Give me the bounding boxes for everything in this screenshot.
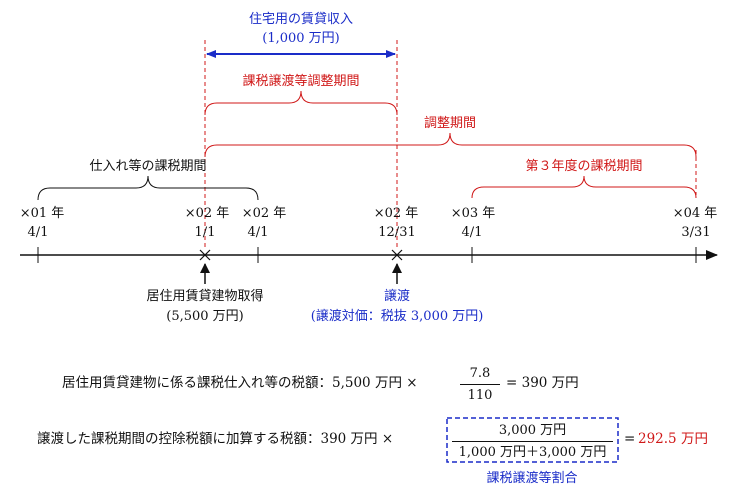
timeline-date-label: 4/1 [461, 225, 483, 240]
formula1-fraction: 7.8 110 [460, 366, 500, 403]
transfer-adjustment-brace [204, 90, 398, 116]
formula2-result: 292.5 万円 [638, 431, 708, 447]
timeline-year-label: ×02 年 [184, 206, 230, 221]
timeline-year-label: ×01 年 [19, 206, 65, 221]
timeline-date-label: 4/1 [247, 225, 269, 240]
timeline-year-label: ×04 年 [672, 206, 718, 221]
purchase-period-label: 仕入れ等の課税期間 [89, 159, 207, 174]
rental-income-title: 住宅用の賃貸収入 [248, 12, 354, 27]
rental-income-amount: (1,000 万円) [262, 31, 340, 46]
timeline-date-label: 12/31 [378, 225, 416, 240]
formula1-numerator: 7.8 [460, 366, 500, 385]
transfer-label: 譲渡 [383, 289, 411, 304]
adjustment-brace [204, 132, 697, 158]
third-year-period-label: 第３年度の課税期間 [525, 159, 643, 174]
transfer-amount: (譲渡対価：税抜 3,000 万円) [310, 309, 484, 324]
adjustment-period-label: 調整期間 [423, 116, 477, 131]
formula1-text: 居住用賃貸建物に係る課税仕入れ等の税額：5,500 万円 × [62, 375, 418, 391]
formula2-fraction: 3,000 万円 1,000 万円＋3,000 万円 [452, 423, 613, 460]
formula1-result: = 390 万円 [506, 375, 579, 391]
formula2-numerator: 3,000 万円 [452, 423, 613, 442]
acquisition-x-mark [199, 249, 211, 261]
third-year-brace [471, 175, 697, 199]
transfer-adjustment-period-label: 課税譲渡等調整期間 [242, 74, 360, 89]
timeline-date-label: 1/1 [194, 225, 216, 240]
timeline-date-label: 3/31 [681, 225, 711, 240]
formula2-text: 譲渡した課税期間の控除税額に加算する税額：390 万円 × [37, 431, 394, 447]
acquisition-label: 居住用賃貸建物取得 [146, 289, 264, 304]
formula2-denominator: 1,000 万円＋3,000 万円 [458, 445, 607, 460]
purchase-period-brace [37, 175, 259, 201]
timeline-date-label: 4/1 [27, 225, 49, 240]
timeline-year-label: ×02 年 [373, 206, 419, 221]
acquisition-amount: (5,500 万円) [166, 309, 244, 324]
timeline-year-label: ×03 年 [450, 206, 496, 221]
transfer-ratio-box [446, 417, 619, 463]
formula2-equals: = [624, 431, 636, 447]
timeline-year-label: ×02 年 [241, 206, 287, 221]
transfer-x-mark [391, 249, 403, 261]
formula1-denominator: 110 [467, 388, 493, 403]
transfer-ratio-caption: 課税譲渡等割合 [486, 471, 578, 486]
